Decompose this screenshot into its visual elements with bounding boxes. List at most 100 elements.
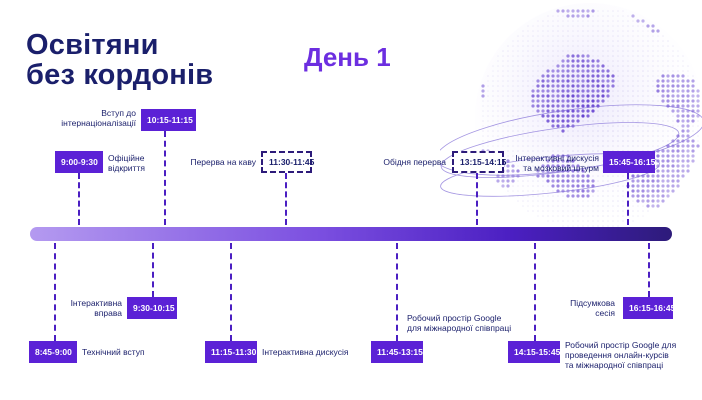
globe-land-dot xyxy=(561,164,565,168)
globe-ocean-dot xyxy=(607,175,609,177)
globe-ocean-dot xyxy=(527,165,529,167)
globe-ocean-dot xyxy=(587,145,589,147)
globe-land-dot xyxy=(566,184,570,188)
globe-ocean-dot xyxy=(597,125,599,127)
globe-ocean-dot xyxy=(637,35,639,37)
globe-land-dot xyxy=(571,164,575,168)
globe-ocean-dot xyxy=(492,70,494,72)
globe-land-dot xyxy=(636,179,640,183)
globe-land-dot xyxy=(546,79,550,83)
globe-ocean-dot xyxy=(617,20,619,22)
globe-ocean-dot xyxy=(537,135,539,137)
globe-ocean-dot xyxy=(582,45,584,47)
globe-ocean-dot xyxy=(562,210,564,212)
globe-land-dot xyxy=(631,14,635,18)
globe-land-dot xyxy=(696,99,700,103)
globe-ocean-dot xyxy=(662,115,664,117)
globe-ocean-dot xyxy=(607,185,609,187)
globe-ocean-dot xyxy=(632,75,634,77)
globe-land-dot xyxy=(546,179,550,183)
globe-land-dot xyxy=(541,104,545,108)
globe-land-dot xyxy=(566,119,570,123)
globe-ocean-dot xyxy=(682,65,684,67)
globe-ocean-dot xyxy=(507,70,509,72)
globe-ocean-dot xyxy=(557,40,559,42)
globe-ocean-dot xyxy=(527,180,529,182)
globe-ocean-dot xyxy=(667,55,669,57)
globe-ocean-dot xyxy=(637,80,639,82)
globe-ocean-dot xyxy=(587,205,589,207)
globe-land-dot xyxy=(551,84,555,88)
globe-ocean-dot xyxy=(522,90,524,92)
globe-ocean-dot xyxy=(667,120,669,122)
globe-land-dot xyxy=(566,89,570,93)
globe-land-dot xyxy=(666,159,670,163)
globe-ocean-dot xyxy=(557,220,559,222)
globe-ocean-dot xyxy=(647,95,649,97)
globe-ocean-dot xyxy=(562,225,564,227)
globe-ocean-dot xyxy=(602,175,604,177)
globe-land-dot xyxy=(631,174,635,178)
globe-land-dot xyxy=(681,119,685,123)
globe-land-dot xyxy=(661,89,665,93)
globe-ocean-dot xyxy=(672,130,674,132)
globe-ocean-dot xyxy=(602,125,604,127)
globe-ocean-dot xyxy=(567,30,569,32)
globe-ocean-dot xyxy=(572,205,574,207)
globe-ocean-dot xyxy=(552,190,554,192)
globe-land-dot xyxy=(546,119,550,123)
globe-land-dot xyxy=(556,94,560,98)
globe-ocean-dot xyxy=(612,135,614,137)
globe-ocean-dot xyxy=(507,60,509,62)
globe-ocean-dot xyxy=(617,145,619,147)
globe-land-dot xyxy=(596,79,600,83)
globe-ocean-dot xyxy=(512,45,514,47)
globe-ocean-dot xyxy=(627,25,629,27)
globe-ocean-dot xyxy=(582,205,584,207)
globe-land-dot xyxy=(686,149,690,153)
globe-land-dot xyxy=(566,54,570,58)
globe-ocean-dot xyxy=(587,215,589,217)
globe-ocean-dot xyxy=(612,220,614,222)
globe-land-dot xyxy=(546,159,550,163)
globe-land-dot xyxy=(641,189,645,193)
globe-ocean-dot xyxy=(592,50,594,52)
globe-ocean-dot xyxy=(522,200,524,202)
globe-ocean-dot xyxy=(522,75,524,77)
globe-land-dot xyxy=(591,94,595,98)
globe-land-dot xyxy=(671,189,675,193)
globe-ocean-dot xyxy=(512,185,514,187)
globe-land-dot xyxy=(681,79,685,83)
globe-land-dot xyxy=(536,109,540,113)
globe-ocean-dot xyxy=(582,130,584,132)
globe-ocean-dot xyxy=(587,40,589,42)
time-badge: 8:45-9:00 xyxy=(29,341,77,363)
globe-ocean-dot xyxy=(487,80,489,82)
globe-ocean-dot xyxy=(612,110,614,112)
globe-ocean-dot xyxy=(632,70,634,72)
globe-ocean-dot xyxy=(607,45,609,47)
globe-ocean-dot xyxy=(522,105,524,107)
globe-ocean-dot xyxy=(527,80,529,82)
globe-land-dot xyxy=(651,29,655,33)
globe-land-dot xyxy=(571,184,575,188)
globe-ocean-dot xyxy=(617,125,619,127)
globe-land-dot xyxy=(671,149,675,153)
globe-ocean-dot xyxy=(507,150,509,152)
globe-ocean-dot xyxy=(582,35,584,37)
globe-ocean-dot xyxy=(667,130,669,132)
globe-land-dot xyxy=(661,84,665,88)
globe-ocean-dot xyxy=(487,105,489,107)
globe-land-dot xyxy=(646,24,650,28)
globe-ocean-dot xyxy=(582,220,584,222)
globe-land-dot xyxy=(686,119,690,123)
globe-ocean-dot xyxy=(567,130,569,132)
globe-ocean-dot xyxy=(627,120,629,122)
globe-land-dot xyxy=(671,99,675,103)
globe-ocean-dot xyxy=(567,140,569,142)
globe-land-dot xyxy=(536,169,540,173)
globe-land-dot xyxy=(681,154,685,158)
globe-land-dot xyxy=(676,94,680,98)
globe-ocean-dot xyxy=(647,80,649,82)
globe-land-dot xyxy=(681,174,685,178)
